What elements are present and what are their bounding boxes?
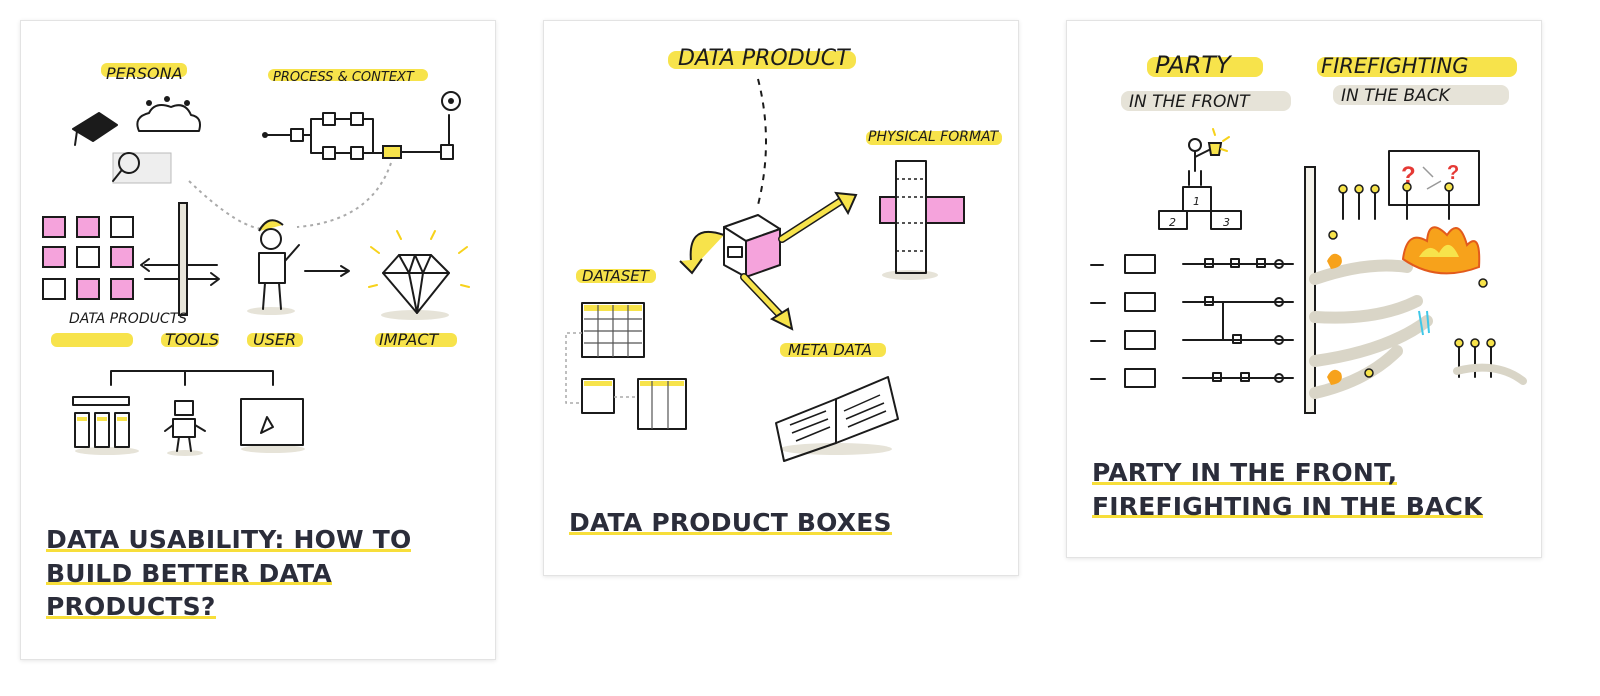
robot-icon	[164, 400, 206, 456]
data-products-cubes-icon	[42, 216, 134, 300]
card-title[interactable]: PARTY IN THE FRONT, FIREFIGHTING IN THE …	[1092, 458, 1483, 521]
label-physical-format: PHYSICAL FORMAT	[868, 129, 1000, 145]
servers-icon	[72, 396, 139, 455]
podium-1: 1	[1193, 195, 1200, 208]
podium-2: 2	[1169, 216, 1176, 229]
fire-icon	[1327, 226, 1481, 385]
screen-cursor-icon	[240, 398, 305, 453]
open-book-icon	[775, 376, 899, 462]
article-card-data-usability[interactable]: PERSONA PROCESS & CONTEXT	[20, 20, 496, 660]
user-figure-icon	[247, 219, 300, 315]
label-data-product: DATA PRODUCT	[678, 46, 851, 71]
label-in-the-front: IN THE FRONT	[1129, 92, 1251, 112]
label-persona: PERSONA	[106, 64, 183, 83]
cloud-people-icon	[136, 96, 201, 132]
card-title[interactable]: DATA PRODUCT BOXES	[569, 508, 892, 537]
label-in-the-back: IN THE BACK	[1341, 86, 1452, 106]
label-process-context: PROCESS & CONTEXT	[273, 70, 415, 85]
whiteboard-question-icon: ? ?	[1388, 150, 1480, 206]
label-impact: IMPACT	[379, 330, 439, 349]
firefighters-icon	[1328, 182, 1527, 385]
label-firefighting: FIREFIGHTING	[1321, 54, 1468, 78]
sketchnote-illustration-party-firefighting[interactable]: PARTY IN THE FRONT FIREFIGHTING IN THE B…	[1067, 21, 1543, 491]
article-card-data-product-boxes[interactable]: DATA PRODUCT PHYSICAL FORMAT	[543, 20, 1019, 576]
sketchnote-illustration-data-usability[interactable]: PERSONA PROCESS & CONTEXT	[21, 21, 497, 491]
label-data-products: DATA PRODUCTS	[69, 311, 187, 327]
data-product-box-icon	[723, 214, 781, 279]
dataset-table-icon	[565, 302, 687, 430]
unfolded-box-net-icon	[879, 160, 965, 280]
graduation-cap-icon	[72, 112, 118, 146]
pipeline-flows-icon	[1090, 254, 1294, 388]
article-card-party-firefighting[interactable]: PARTY IN THE FRONT FIREFIGHTING IN THE B…	[1066, 20, 1542, 558]
label-meta-data: META DATA	[788, 341, 872, 359]
podium-trophy-icon: 1 2 3	[1158, 128, 1242, 230]
label-dataset: DATASET	[582, 267, 651, 285]
process-flow-icon	[262, 91, 461, 160]
card-title[interactable]: DATA USABILITY: HOW TO BUILD BETTER DATA…	[46, 525, 412, 621]
diamond-icon	[368, 230, 470, 320]
svg-text:?: ?	[1447, 162, 1459, 184]
label-user: USER	[253, 330, 296, 349]
label-party: PARTY	[1155, 51, 1233, 79]
sketchnote-illustration-data-product-boxes[interactable]: DATA PRODUCT PHYSICAL FORMAT	[544, 21, 1020, 491]
svg-text:?: ?	[1401, 162, 1416, 189]
magnifier-document-icon	[112, 152, 172, 184]
label-tools: TOOLS	[165, 330, 219, 349]
podium-3: 3	[1223, 216, 1230, 229]
